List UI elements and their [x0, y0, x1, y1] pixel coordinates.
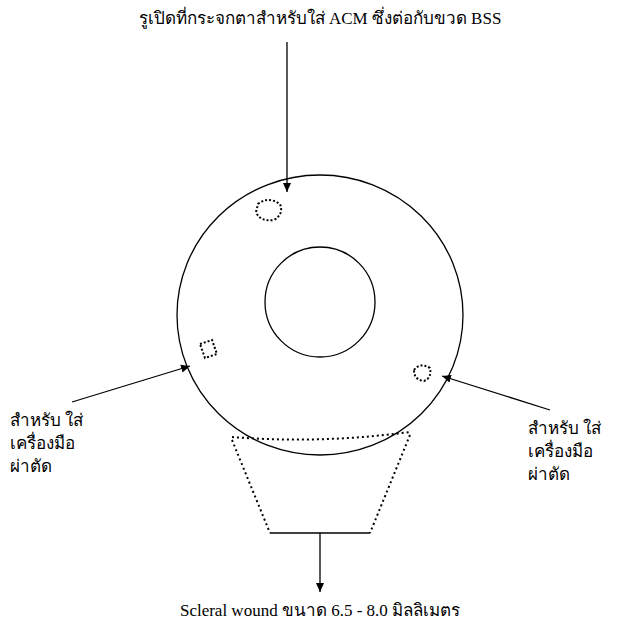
pupil-outline [265, 247, 375, 357]
instrument-port-label: สำหรับ ใส่เครื่องมือ ผ่าตัด [10, 410, 110, 479]
wound-label: Scleral wound ขนาด 6.5 - 8.0 มิลลิเมตร [180, 600, 460, 623]
left-port [200, 340, 217, 358]
tunnel-side [370, 435, 410, 533]
cornea-outline [177, 175, 463, 455]
leader-arrow [442, 376, 550, 410]
tunnel-side [232, 440, 270, 533]
instrument-port-label: สำหรับ ใส่เครื่องมือ ผ่าตัด [528, 418, 628, 487]
port-label: รูเปิดที่กระจกตาสำหรับใส่ ACM ซึ่งต่อกับ… [139, 8, 502, 31]
leader-arrow [319, 533, 320, 592]
scleral-incision [232, 432, 410, 440]
leader-arrow [72, 366, 190, 402]
right-port [414, 365, 430, 381]
acm-port [256, 200, 281, 220]
leader-arrow [286, 42, 287, 192]
